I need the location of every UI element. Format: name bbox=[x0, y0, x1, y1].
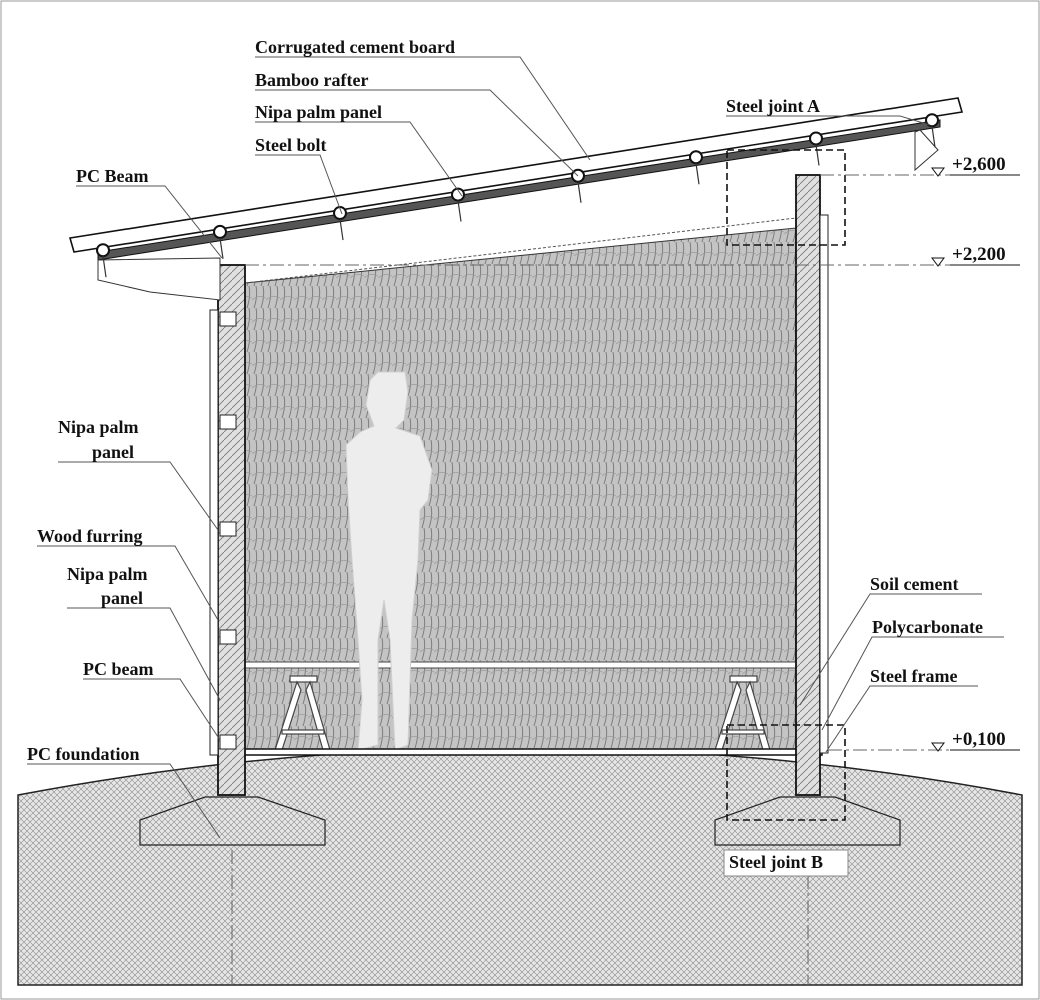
left-exterior-panel bbox=[209, 309, 219, 756]
label-pc-beam-bottom: PC beam bbox=[83, 659, 154, 679]
top-bracing bbox=[244, 217, 797, 284]
steel-joint-a-box bbox=[726, 149, 846, 246]
label-wood-furring: Wood furring bbox=[37, 526, 143, 546]
level-marker-2200: +2,200 bbox=[245, 244, 1020, 267]
label-nipa-palm-panel-wall-2b: panel bbox=[101, 588, 143, 608]
level-marker-2600: +2,600 bbox=[820, 154, 1020, 177]
nipa-palm-wall-panel bbox=[244, 227, 797, 753]
label-pc-beam-top: PC Beam bbox=[76, 166, 148, 186]
right-pc-foundation bbox=[714, 796, 901, 846]
bench-top bbox=[244, 661, 797, 669]
steel-joint-b-box bbox=[726, 724, 846, 821]
label-steel-joint-a: Steel joint A bbox=[726, 96, 820, 116]
human-figure bbox=[345, 371, 433, 751]
bamboo-rafter bbox=[97, 119, 941, 261]
steel-bolt bbox=[577, 181, 582, 203]
left-pc-foundation bbox=[139, 796, 326, 846]
level-label: +2,600 bbox=[952, 154, 1006, 175]
steel-bolt bbox=[815, 144, 820, 166]
steel-bolt bbox=[457, 200, 462, 222]
bamboo-rafter-section bbox=[809, 131, 823, 146]
label-steel-bolt: Steel bolt bbox=[255, 135, 327, 155]
bamboo-rafter-section bbox=[213, 224, 227, 239]
steel-bolt bbox=[931, 126, 936, 148]
label-corrugated-cement-board: Corrugated cement board bbox=[255, 37, 455, 57]
label-pc-foundation: PC foundation bbox=[27, 744, 140, 764]
steel-bolt bbox=[695, 163, 700, 185]
roof-overhang-left bbox=[97, 257, 221, 301]
label-nipa-palm-panel-wall-2a: Nipa palm bbox=[67, 564, 148, 584]
steel-joint-b-tag bbox=[723, 849, 849, 877]
steel-bolts bbox=[96, 113, 939, 278]
level-marker-0100: +0,100 bbox=[828, 729, 1020, 752]
level-label: +2,200 bbox=[952, 244, 1006, 265]
label-nipa-palm-panel-wall-1a: Nipa palm bbox=[58, 417, 139, 437]
ground-soil bbox=[17, 746, 1023, 986]
floor-slab bbox=[217, 748, 823, 756]
label-bamboo-rafter: Bamboo rafter bbox=[255, 70, 368, 90]
corrugated-cement-board bbox=[68, 97, 964, 253]
right-trestle bbox=[714, 675, 771, 751]
label-nipa-palm-panel-roof: Nipa palm panel bbox=[255, 102, 382, 122]
label-polycarbonate: Polycarbonate bbox=[872, 617, 983, 637]
wood-furring-blocks bbox=[219, 311, 237, 750]
bamboo-rafter-section bbox=[689, 150, 703, 165]
label-nipa-palm-panel-wall-1b: panel bbox=[92, 442, 134, 462]
steel-bolt bbox=[102, 256, 107, 278]
steel-bolt bbox=[339, 218, 344, 241]
bamboo-rafter-section bbox=[96, 243, 110, 258]
label-steel-frame: Steel frame bbox=[870, 666, 957, 686]
label-steel-joint-b: Steel joint B bbox=[729, 852, 823, 872]
roof-overhang-right bbox=[914, 129, 939, 172]
leader-lines bbox=[27, 56, 1004, 839]
right-pc-column bbox=[795, 174, 821, 796]
label-soil-cement: Soil cement bbox=[870, 574, 958, 594]
polycarbonate-panel bbox=[819, 214, 829, 754]
level-label: +0,100 bbox=[952, 729, 1006, 750]
steel-bolt bbox=[219, 237, 224, 259]
